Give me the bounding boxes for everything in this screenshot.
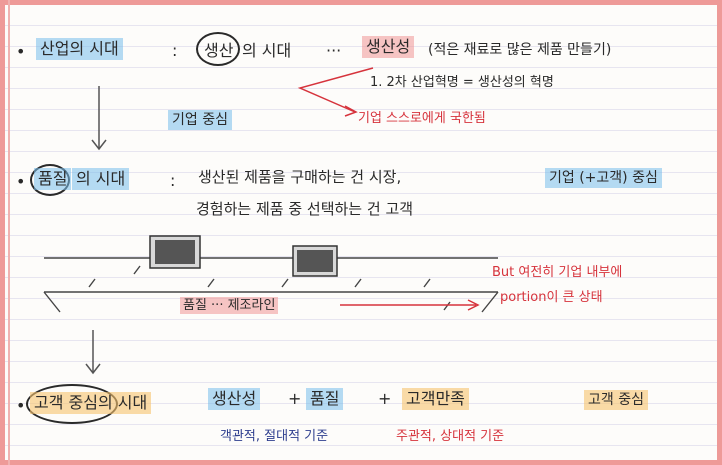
company-self-note: 기업 스스로에게 국한됨 [358, 111, 486, 126]
era-suffix-2: 의 시대 [72, 168, 130, 190]
production-label: 생산 [204, 41, 234, 60]
company-center-label: 기업 중심 [168, 110, 232, 130]
plus-1: + [288, 389, 302, 408]
red-arrow-1-head [344, 105, 358, 117]
era-suffix-1: 의 시대 [242, 41, 292, 60]
revolution-note: 1. 2차 산업혁명 = 생산성의 혁명 [370, 75, 554, 90]
colon-2: : [170, 171, 176, 190]
customer-era-label: 고객 중심의 시대 [30, 392, 152, 414]
bullet-1: • [16, 42, 26, 61]
productivity-note: (적은 재료로 많은 제품 만들기) [428, 42, 612, 58]
quality-label: 품질 [34, 168, 72, 190]
belt-edge-left [43, 291, 61, 313]
margin-line [8, 0, 10, 465]
but-note-line1: But 여전히 기업 내부에 [492, 265, 623, 280]
objective-note: 객관적, 절대적 기준 [220, 429, 329, 444]
industrial-era-label: 산업의 시대 [36, 38, 123, 60]
ellipsis-1: ··· [326, 41, 342, 60]
quality-label-2: 품질 [306, 388, 344, 410]
red-arrow-1 [297, 67, 374, 113]
production-circle [196, 32, 240, 66]
customer-line: 경험하는 제품 중 선택하는 건 고객 [196, 200, 414, 218]
production-line-label: 품질 ··· 제조라인 [180, 297, 279, 314]
market-line: 생산된 제품을 구매하는 건 시장, [198, 168, 402, 186]
bullet-2: • [16, 172, 26, 191]
customer-center-label: 고객 중심 [584, 390, 648, 410]
colon-1: : [172, 41, 178, 60]
belt-edge-right [481, 291, 499, 313]
satisfaction-label: 고객만족 [402, 388, 469, 410]
down-arrow-2-head [85, 363, 101, 375]
plus-2: + [378, 389, 392, 408]
bullet-3: • [16, 396, 26, 415]
productivity-label: 생산성 [362, 36, 415, 58]
subjective-note: 주관적, 상대적 기준 [396, 429, 505, 444]
productivity-label-2: 생산성 [208, 388, 261, 410]
but-note-line2: portion이 큰 상태 [500, 290, 603, 305]
down-arrow-1-head [91, 139, 107, 151]
red-arrow-2-head [467, 299, 480, 311]
belt-ticks [88, 265, 451, 311]
belt-box-1-fill [155, 240, 195, 264]
belt-box-2-fill [297, 250, 333, 272]
company-customer-label: 기업 (+고객) 중심 [545, 168, 662, 188]
